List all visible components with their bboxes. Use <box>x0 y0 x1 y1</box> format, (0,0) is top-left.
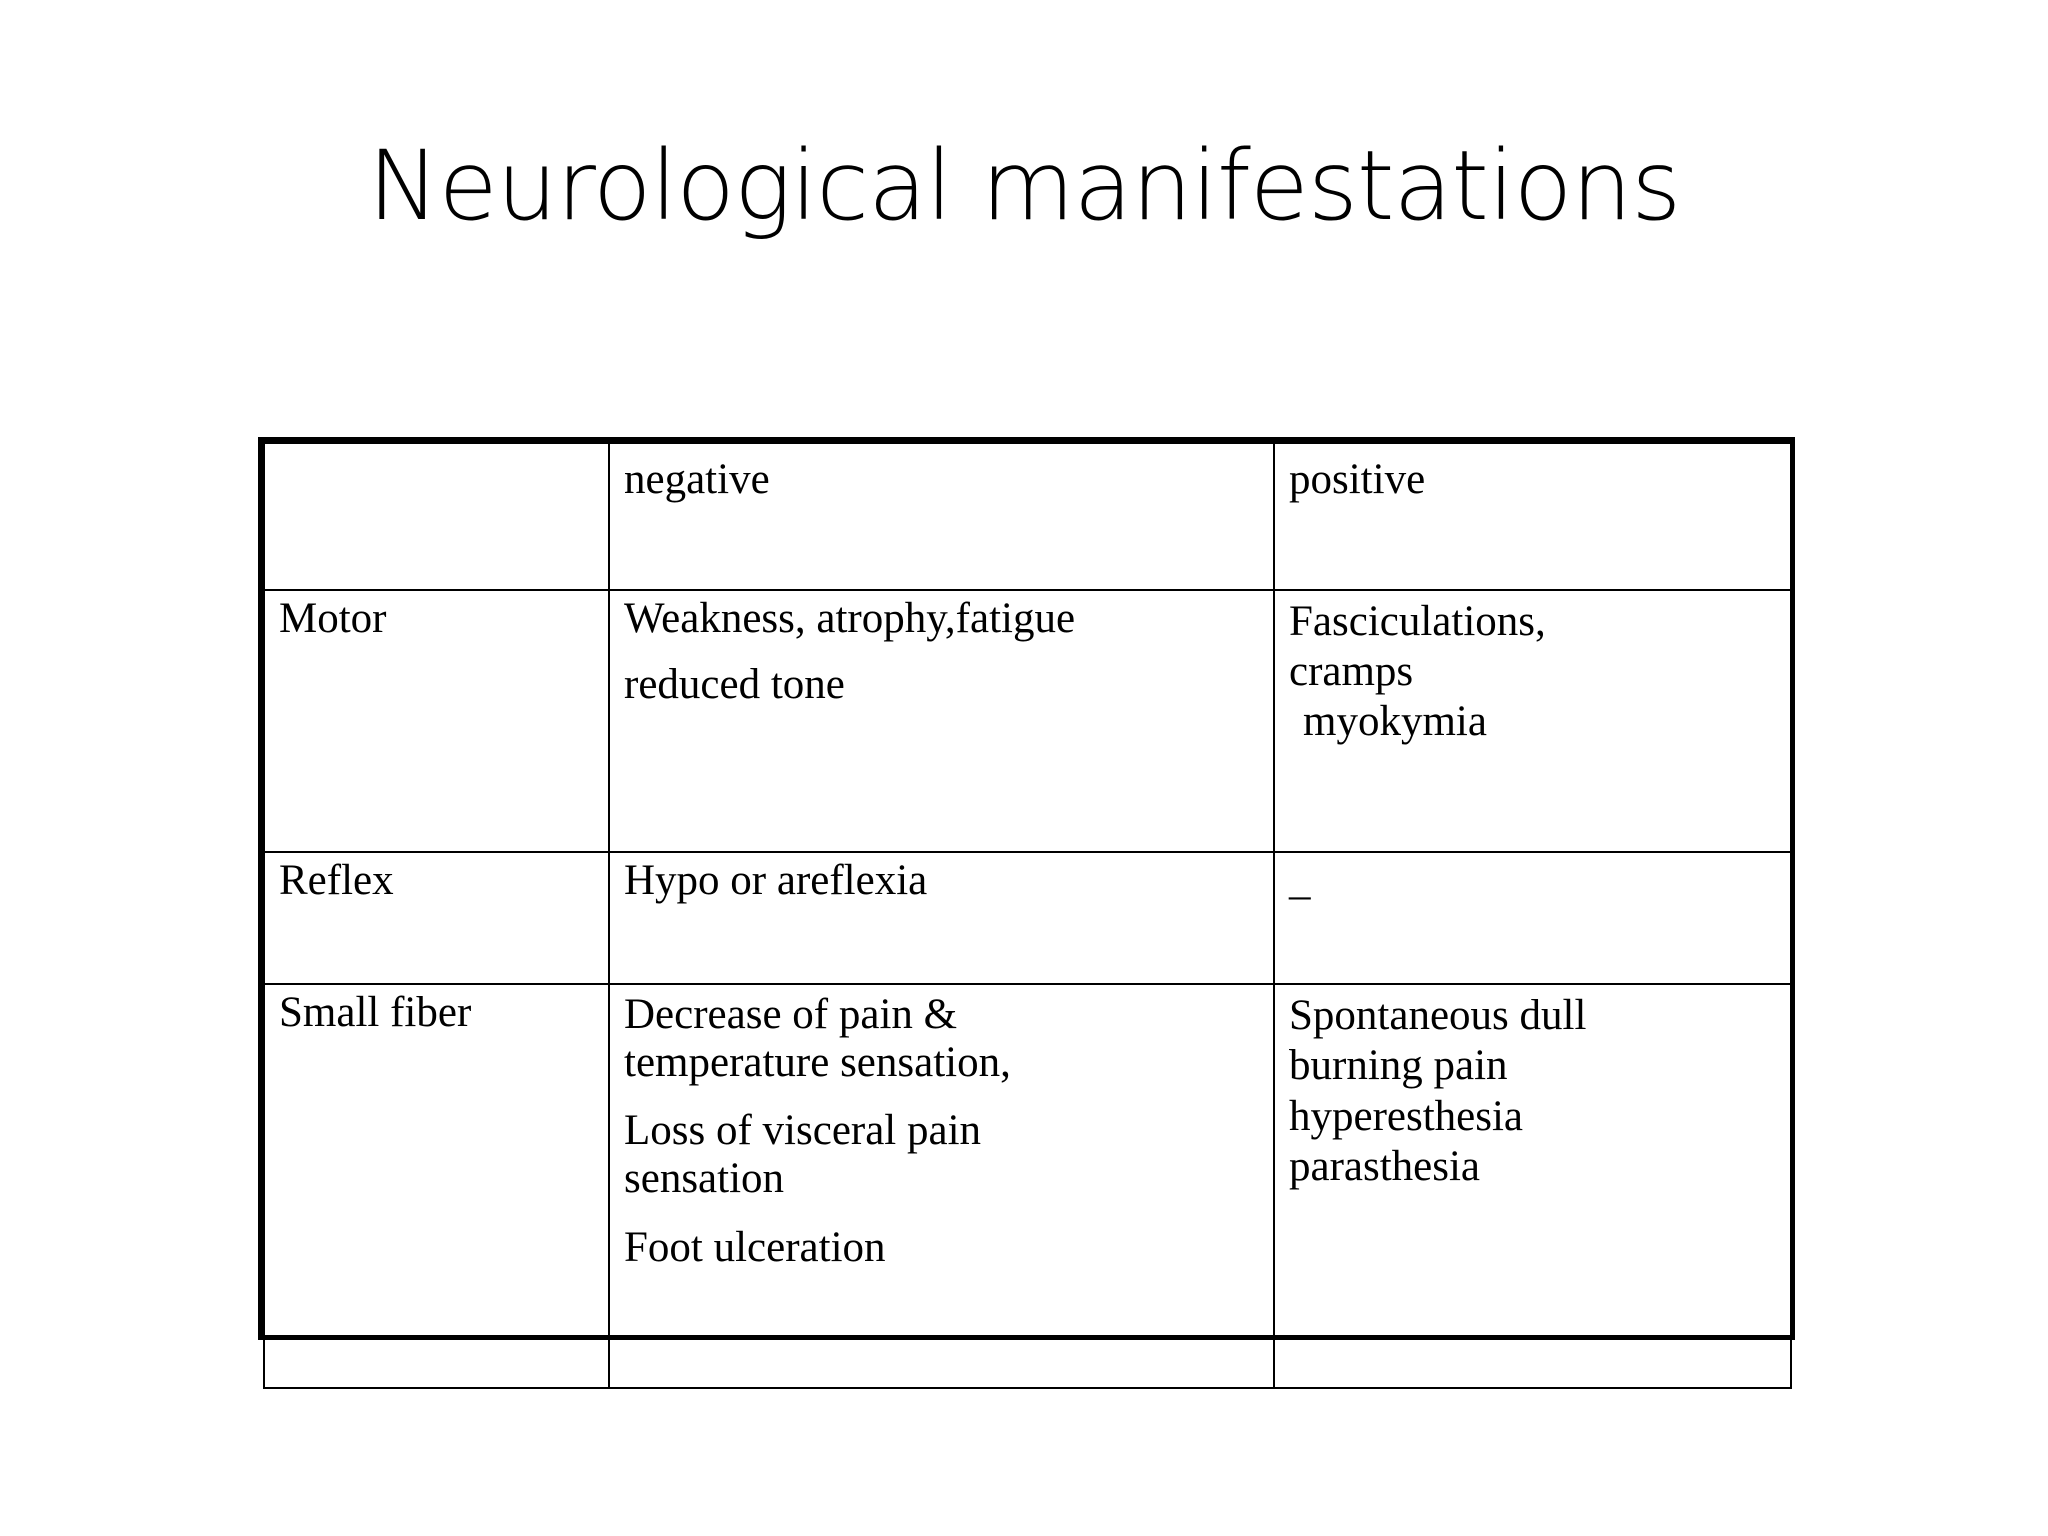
row-category-motor: Motor <box>263 589 610 853</box>
motor-negative-cell: Weakness, atrophy,fatigue reduced tone <box>608 589 1275 853</box>
table-row: Motor Weakness, atrophy,fatigue reduced … <box>263 589 1792 853</box>
table-row: Small fiber Decrease of pain & temperatu… <box>263 983 1792 1389</box>
cell-line: cramps <box>1289 647 1414 695</box>
cell-line: hyperesthesia <box>1289 1092 1524 1140</box>
cell-line: burning pain <box>1289 1042 1508 1090</box>
page-title: Neurological manifestations <box>367 130 1681 242</box>
cell-line: Decrease of pain & <box>624 991 958 1038</box>
cell-line: parasthesia <box>1289 1142 1481 1190</box>
cell-line: sensation <box>624 1155 785 1203</box>
cell-line: Spontaneous dull <box>1289 992 1587 1039</box>
cell-line: Fasciculations, <box>1289 598 1546 645</box>
manifestations-table: negative positive Motor Weakness, atroph… <box>263 442 1792 1389</box>
cell-line: temperature sensation, <box>624 1039 1011 1087</box>
table-header-row: negative positive <box>263 442 1792 591</box>
reflex-positive-cell: _ <box>1273 851 1792 985</box>
cell-line: myokymia <box>1303 697 1487 745</box>
cell-group: Decrease of pain & temperature sensation… <box>624 991 1261 1087</box>
small-fiber-positive-cell: Spontaneous dull burning pain hyperesthe… <box>1273 983 1792 1389</box>
cell-line: Foot ulceration <box>624 1223 886 1271</box>
cell-line: Hypo or areflexia <box>624 857 928 904</box>
table-row: Reflex Hypo or areflexia _ <box>263 851 1792 985</box>
row-category-small-fiber: Small fiber <box>263 983 610 1389</box>
header-positive-cell: positive <box>1273 442 1792 591</box>
header-negative-cell: negative <box>608 442 1275 591</box>
cell-line-dash: _ <box>1289 857 1311 904</box>
cell-line: reduced tone <box>624 660 845 708</box>
motor-positive-cell: Fasciculations, cramps myokymia <box>1273 589 1792 853</box>
manifestations-table-container: negative positive Motor Weakness, atroph… <box>258 437 1795 1389</box>
row-category-reflex: Reflex <box>263 851 610 985</box>
cell-group: Foot ulceration <box>624 1224 1261 1272</box>
reflex-negative-cell: Hypo or areflexia <box>608 851 1275 985</box>
cell-line: Weakness, atrophy,fatigue <box>624 595 1076 642</box>
header-corner-cell <box>263 442 610 591</box>
small-fiber-negative-cell: Decrease of pain & temperature sensation… <box>608 983 1275 1389</box>
cell-group: Loss of visceral pain sensation <box>624 1107 1261 1203</box>
cell-line: Loss of visceral pain <box>624 1107 982 1155</box>
